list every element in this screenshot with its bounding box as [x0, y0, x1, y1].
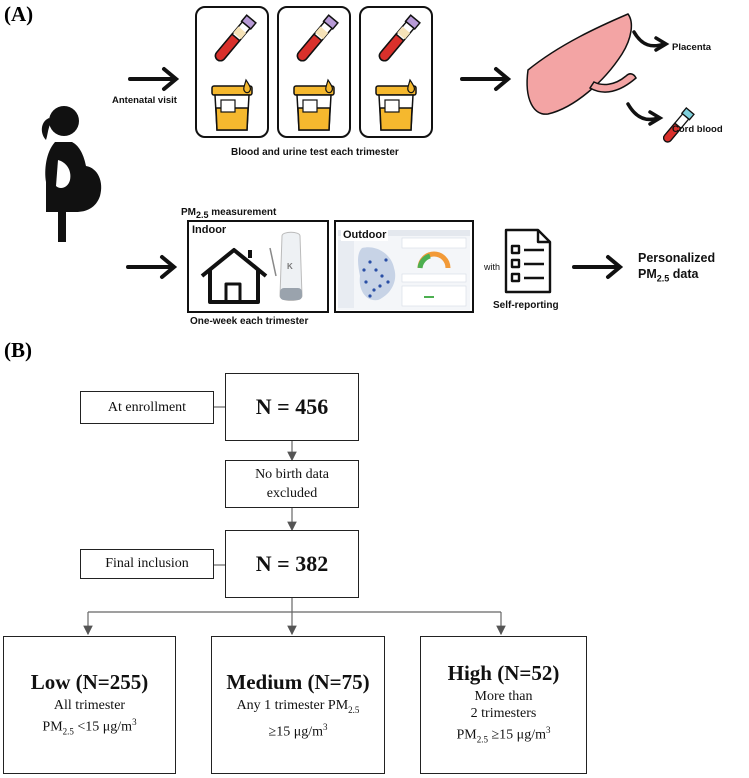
urine-cup-icon — [375, 78, 417, 131]
blood-tube-icon — [214, 14, 257, 62]
sensor-device-letter: K — [287, 262, 293, 271]
medium-group-title: Medium (N=75) — [226, 669, 370, 694]
placenta-icon — [526, 13, 637, 115]
house-icon — [200, 248, 268, 304]
personalized-data-label: Personalized PM2.5 data — [638, 250, 715, 287]
medium-group-line2: ≥15 μg/m3 — [268, 721, 328, 740]
checklist-icon — [504, 228, 552, 294]
antenatal-visit-label: Antenatal visit — [112, 95, 177, 106]
one-week-label: One-week each trimester — [190, 316, 309, 327]
high-group-line1: More than — [474, 689, 533, 705]
self-reporting-label: Self-reporting — [493, 300, 559, 311]
placenta-label: Placenta — [672, 42, 712, 53]
personalized-line2: PM2.5 data — [638, 267, 699, 284]
at-enrollment-label: At enrollment — [80, 391, 214, 424]
arrow-to-placenta — [460, 67, 512, 91]
final-count-box: N = 382 — [225, 530, 359, 598]
arrow-to-antenatal — [128, 67, 180, 91]
indoor-label: Indoor — [192, 224, 227, 236]
final-inclusion-label: Final inclusion — [80, 549, 214, 579]
urine-cup-icon — [293, 78, 335, 131]
curved-arrow-placenta — [632, 30, 670, 52]
pregnant-woman-icon — [41, 106, 102, 242]
sample-card-1 — [195, 6, 269, 138]
arrow-to-personalized — [572, 255, 624, 279]
high-group-title: High (N=52) — [447, 661, 560, 686]
blood-urine-caption: Blood and urine test each trimester — [231, 147, 399, 158]
high-exposure-group-box: High (N=52) More than 2 trimesters PM2.5… — [420, 636, 587, 774]
blood-tube-icon — [378, 14, 421, 62]
exclusion-box: No birth data excluded — [225, 460, 359, 508]
enrollment-count-box: N = 456 — [225, 373, 359, 441]
arrow-to-pm-measurement — [126, 255, 178, 279]
outdoor-label: Outdoor — [341, 229, 389, 241]
sample-card-2 — [277, 6, 351, 138]
outdoor-dashboard-screenshot — [338, 230, 470, 310]
sample-card-3 — [359, 6, 433, 138]
personalized-line1: Personalized — [638, 251, 716, 265]
low-group-pm-line: PM2.5 <15 μg/m3 — [42, 716, 137, 737]
pm-sensor-device-icon — [269, 231, 303, 301]
pm-measurement-label: PM2.5 measurement — [181, 207, 277, 220]
exclusion-line2: excluded — [266, 486, 318, 501]
panel-b-letter: (B) — [4, 338, 32, 362]
with-label: with — [484, 262, 501, 272]
flow-connectors — [83, 406, 506, 636]
low-group-line1: All trimester — [53, 697, 126, 713]
high-group-pm-line: PM2.5 ≥15 μg/m3 — [456, 725, 551, 745]
cord-blood-label: Cord blood — [672, 124, 723, 135]
blood-tube-icon — [296, 14, 339, 62]
exclusion-line1: No birth data — [255, 467, 329, 482]
cord-blood-tube-icon — [663, 107, 695, 143]
panel-a-letter: (A) — [4, 2, 34, 26]
medium-group-line1: Any 1 trimester PM2.5 — [236, 697, 360, 715]
high-group-line2: 2 trimesters — [470, 706, 537, 722]
medium-exposure-group-box: Medium (N=75) Any 1 trimester PM2.5 ≥15 … — [211, 636, 385, 774]
curved-arrow-cord-blood — [626, 102, 664, 126]
urine-cup-icon — [211, 78, 253, 131]
low-exposure-group-box: Low (N=255) All trimester PM2.5 <15 μg/m… — [3, 636, 176, 774]
low-group-title: Low (N=255) — [30, 669, 149, 694]
